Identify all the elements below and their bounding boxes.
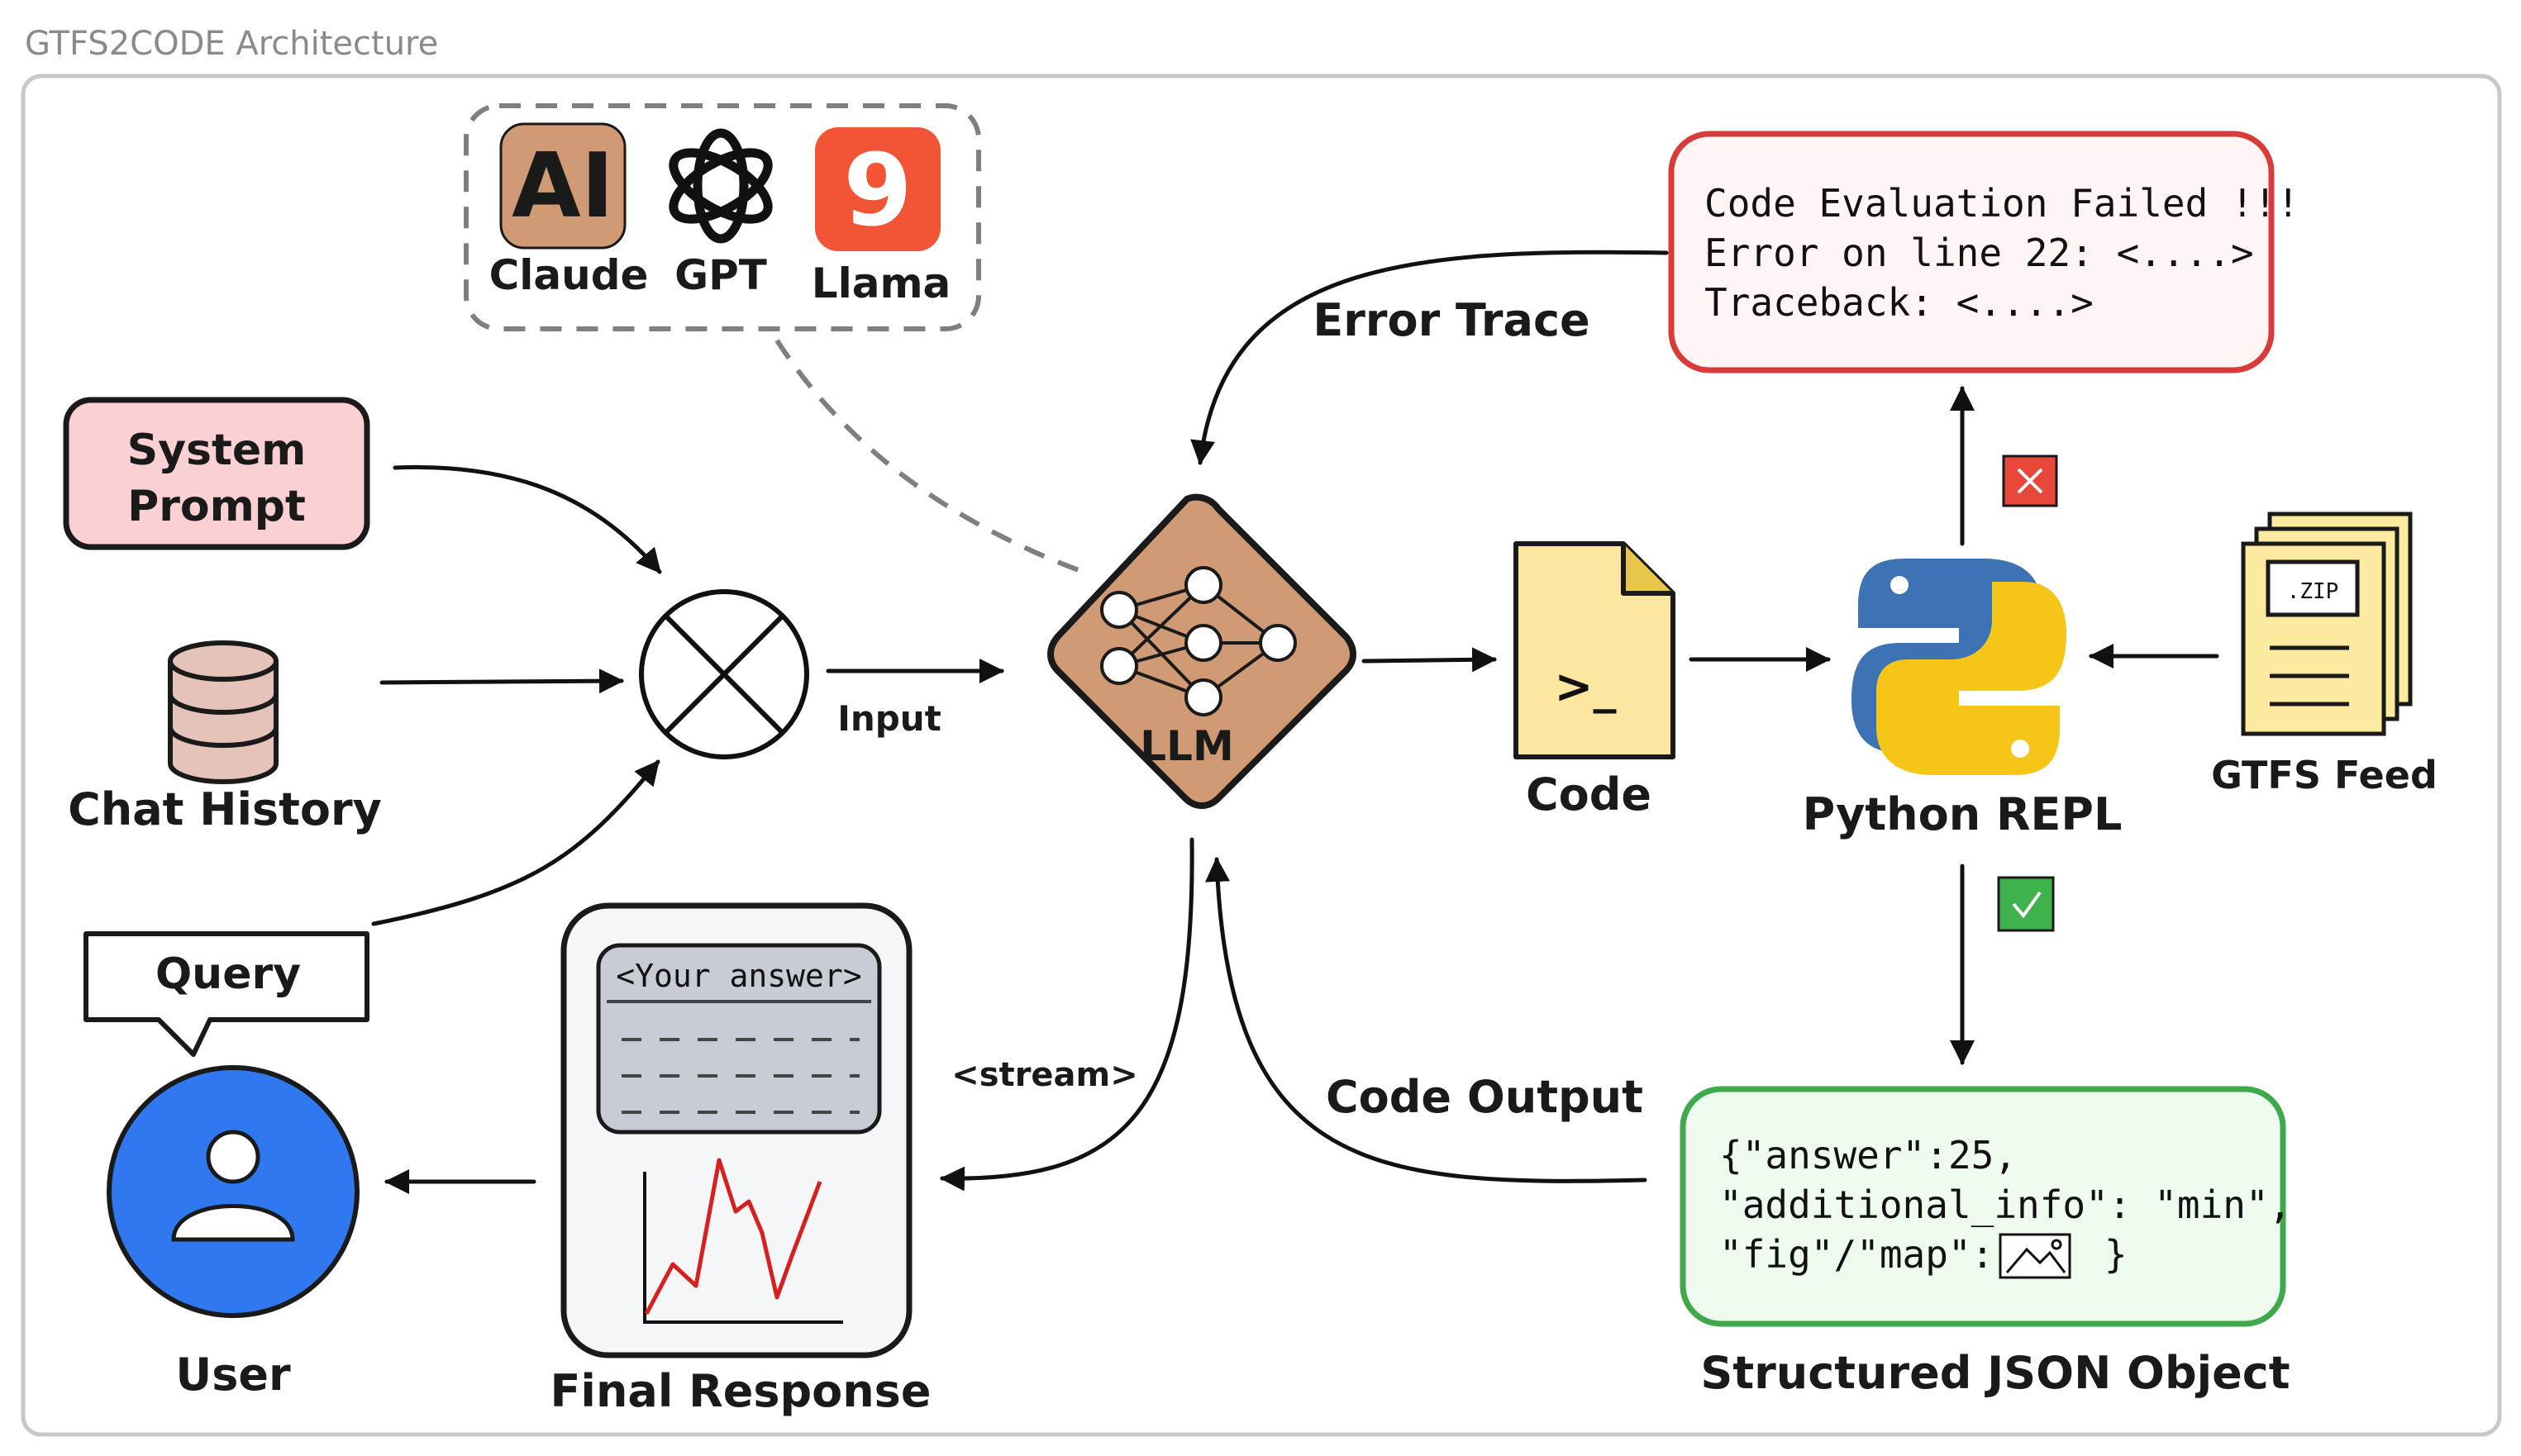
error-trace-label: Error Trace <box>1313 294 1589 346</box>
svg-text:9: 9 <box>843 134 913 249</box>
user-avatar-icon <box>107 1065 360 1318</box>
answer-placeholder: <Your answer> <box>616 958 861 994</box>
error-trace-arrow <box>1190 250 1669 465</box>
model-group: AI Claude GPT 9 Llama <box>464 103 981 331</box>
user-label: User <box>175 1349 291 1401</box>
check-mark-icon <box>1997 876 2055 932</box>
code-output-label: Code Output <box>1326 1071 1643 1123</box>
gtfs-feed-icon <box>2241 512 2413 736</box>
image-icon <box>1999 1233 2071 1279</box>
stream-label: <stream> <box>951 1056 1138 1094</box>
json-line-3: "fig"/"map": <box>1719 1232 1994 1277</box>
line-chart-icon <box>643 1158 843 1324</box>
openai-logo-icon <box>669 128 773 244</box>
code-output-arrow <box>1205 857 1647 1183</box>
llama-label: Llama <box>812 259 951 307</box>
system-prompt-box: System Prompt <box>63 397 370 550</box>
llm-label: LLM <box>1140 722 1233 770</box>
code-label: Code <box>1526 768 1651 821</box>
database-icon <box>168 640 279 784</box>
input-label: Input <box>837 698 941 739</box>
model-to-llm-connector <box>774 339 1080 573</box>
system-prompt-line1: System <box>127 426 307 475</box>
structured-json-label: Structured JSON Object <box>1700 1347 2290 1399</box>
code-file-icon: >_ <box>1513 541 1675 759</box>
neural-network-icon <box>1100 566 1297 716</box>
system-prompt-arrow <box>393 464 662 574</box>
chat-history-label: Chat History <box>68 783 382 835</box>
llama-logo-icon: 9 <box>815 127 941 251</box>
zip-label: .ZIP <box>2287 579 2339 604</box>
stream-arrow <box>940 837 1194 1192</box>
chat-history-arrow <box>379 669 624 694</box>
error-line-1: Code Evaluation Failed !!! <box>1704 181 2299 226</box>
json-line-3-close: } <box>2104 1232 2128 1277</box>
llm-to-code-arrow <box>1361 647 1497 673</box>
claude-logo-icon: AI <box>499 122 627 250</box>
claude-label: Claude <box>489 251 649 299</box>
final-response-label: Final Response <box>550 1365 932 1417</box>
query-arrow <box>371 759 660 926</box>
combiner-node <box>639 589 809 759</box>
query-label: Query <box>155 949 301 999</box>
python-logo-icon <box>1851 559 2066 775</box>
python-repl-label: Python REPL <box>1803 788 2123 840</box>
json-line-2: "additional_info": "min", <box>1719 1182 2291 1227</box>
final-response-card: <Your answer> <box>560 902 913 1358</box>
svg-text:>_: >_ <box>1555 660 1617 714</box>
error-box: Code Evaluation Failed !!! Error on line… <box>1668 131 2299 374</box>
error-line-3: Traceback: <....> <box>1704 280 2094 325</box>
diagram-title: GTFS2CODE Architecture <box>25 25 438 63</box>
x-mark-icon <box>2002 454 2058 507</box>
json-line-1: {"answer":25, <box>1719 1133 2017 1178</box>
gtfs-feed-label: GTFS Feed <box>2211 753 2438 797</box>
llm-node: LLM <box>1047 493 1356 809</box>
gpt-label: GPT <box>674 251 767 299</box>
error-line-2: Error on line 22: <....> <box>1704 231 2254 275</box>
system-prompt-line2: Prompt <box>127 482 306 531</box>
svg-text:AI: AI <box>512 135 614 238</box>
json-output-box: {"answer":25, "additional_info": "min", … <box>1680 1086 2291 1327</box>
query-bubble: Query <box>83 931 369 1057</box>
